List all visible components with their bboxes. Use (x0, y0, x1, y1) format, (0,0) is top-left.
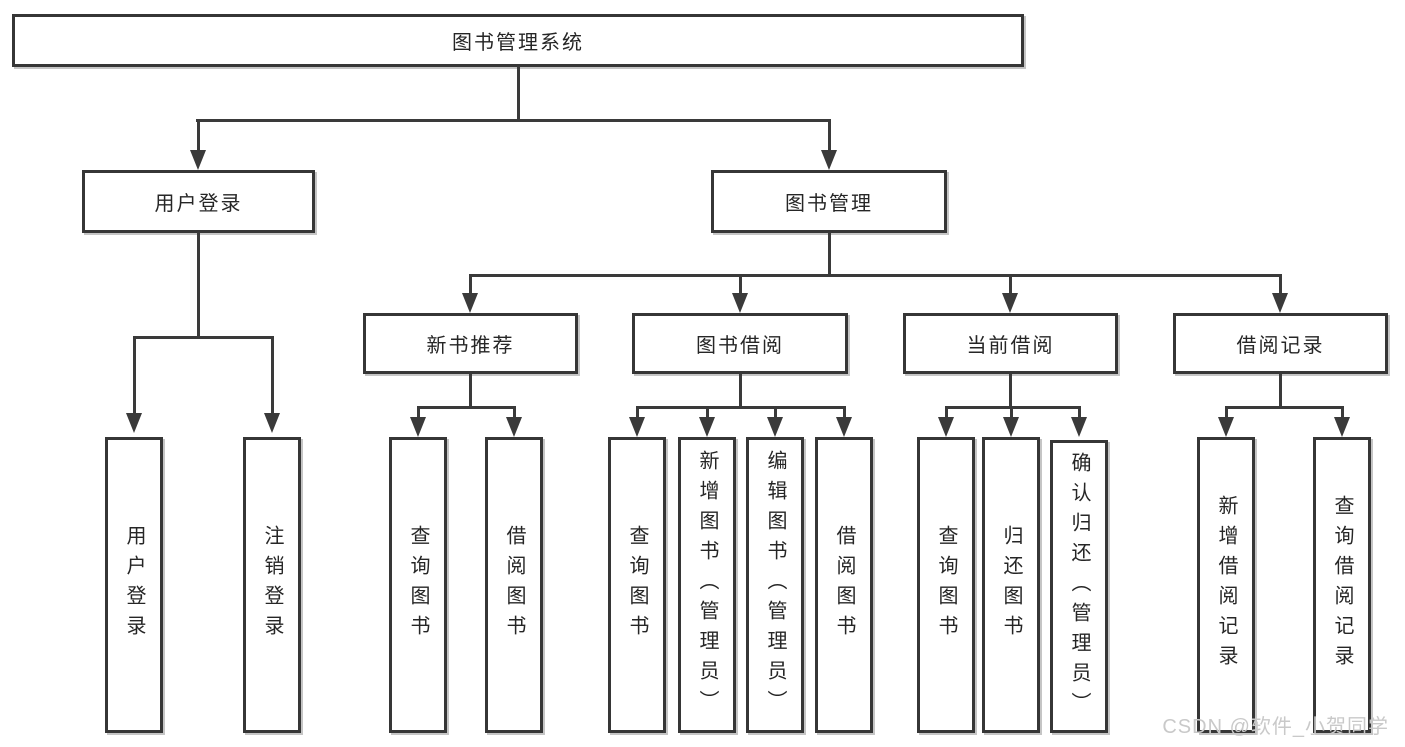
connector-borrow-record-drop-2 (1341, 406, 1344, 420)
node-leaf-logout: 注销登录 (243, 437, 301, 733)
connector-new-book-rec-bar (417, 406, 516, 409)
connector-user-login-bar (133, 336, 274, 339)
node-leaf-return-book: 归还图书 (982, 437, 1040, 733)
connector-root-drop-left (197, 119, 200, 152)
node-leaf-edit-book-admin: 编辑图书（管理员） (746, 437, 804, 733)
down-arrow-icon (699, 417, 715, 437)
connector-user-login-drop-1 (133, 336, 136, 415)
down-arrow-icon (410, 417, 426, 437)
node-borrow-record: 借阅记录 (1173, 313, 1388, 374)
down-arrow-icon (1334, 417, 1350, 437)
down-arrow-icon (1218, 417, 1234, 437)
down-arrow-icon (1002, 293, 1018, 313)
down-arrow-icon (821, 150, 837, 170)
down-arrow-icon (1003, 417, 1019, 437)
connector-current-borrow-drop-1 (945, 406, 948, 420)
connector-borrow-record-trunk (1279, 374, 1282, 407)
node-leaf-query-book-current: 查询图书 (917, 437, 975, 733)
connector-book-mgmt-bar (469, 274, 1282, 277)
down-arrow-icon (938, 417, 954, 437)
down-arrow-icon (462, 293, 478, 313)
node-leaf-confirm-return-admin: 确认归还（管理员） (1050, 440, 1108, 733)
node-leaf-query-book-borrow: 查询图书 (608, 437, 666, 733)
node-leaf-add-book-admin: 新增图书（管理员） (678, 437, 736, 733)
node-library-management-system: 图书管理系统 (12, 14, 1024, 67)
connector-root-drop-right (828, 119, 831, 152)
connector-user-login-drop-2 (271, 336, 274, 415)
connector-book-borrow-trunk (739, 374, 742, 407)
connector-book-mgmt-drop-3 (1009, 274, 1012, 296)
down-arrow-icon (1272, 293, 1288, 313)
connector-book-borrow-drop-1 (636, 406, 639, 420)
down-arrow-icon (506, 417, 522, 437)
node-current-borrow: 当前借阅 (903, 313, 1118, 374)
connector-book-mgmt-drop-1 (469, 274, 472, 296)
node-leaf-user-login: 用户登录 (105, 437, 163, 733)
connector-new-book-rec-drop-2 (513, 406, 516, 420)
connector-borrow-record-bar (1225, 406, 1343, 409)
down-arrow-icon (1071, 417, 1087, 437)
down-arrow-icon (126, 413, 142, 433)
connector-current-borrow-trunk (1009, 374, 1012, 407)
down-arrow-icon (629, 417, 645, 437)
connector-book-borrow-drop-2 (706, 406, 709, 420)
connector-book-borrow-drop-4 (843, 406, 846, 420)
connector-current-borrow-drop-3 (1078, 406, 1081, 420)
connector-user-login-trunk (197, 232, 200, 337)
node-book-management: 图书管理 (711, 170, 947, 233)
down-arrow-icon (732, 293, 748, 313)
connector-borrow-record-drop-1 (1225, 406, 1228, 420)
down-arrow-icon (767, 417, 783, 437)
node-leaf-query-borrow-record: 查询借阅记录 (1313, 437, 1371, 733)
connector-root-bar (196, 119, 831, 122)
node-leaf-borrow-book: 借阅图书 (815, 437, 873, 733)
csdn-watermark: CSDN @软件_小贺同学 (1162, 716, 1389, 738)
connector-root-trunk (517, 66, 520, 122)
node-leaf-borrow-book-rec: 借阅图书 (485, 437, 543, 733)
connector-book-mgmt-trunk (828, 232, 831, 275)
connector-new-book-rec-trunk (469, 374, 472, 407)
down-arrow-icon (264, 413, 280, 433)
node-leaf-query-book-rec: 查询图书 (389, 437, 447, 733)
node-new-book-recommend: 新书推荐 (363, 313, 578, 374)
connector-book-borrow-bar (636, 406, 845, 409)
node-leaf-add-borrow-record: 新增借阅记录 (1197, 437, 1255, 733)
node-book-borrow: 图书借阅 (632, 313, 848, 374)
connector-book-mgmt-drop-2 (739, 274, 742, 296)
connector-current-borrow-drop-2 (1010, 406, 1013, 420)
connector-book-borrow-drop-3 (774, 406, 777, 420)
down-arrow-icon (190, 150, 206, 170)
node-user-login: 用户登录 (82, 170, 315, 233)
down-arrow-icon (836, 417, 852, 437)
connector-book-mgmt-drop-4 (1279, 274, 1282, 296)
connector-new-book-rec-drop-1 (417, 406, 420, 420)
